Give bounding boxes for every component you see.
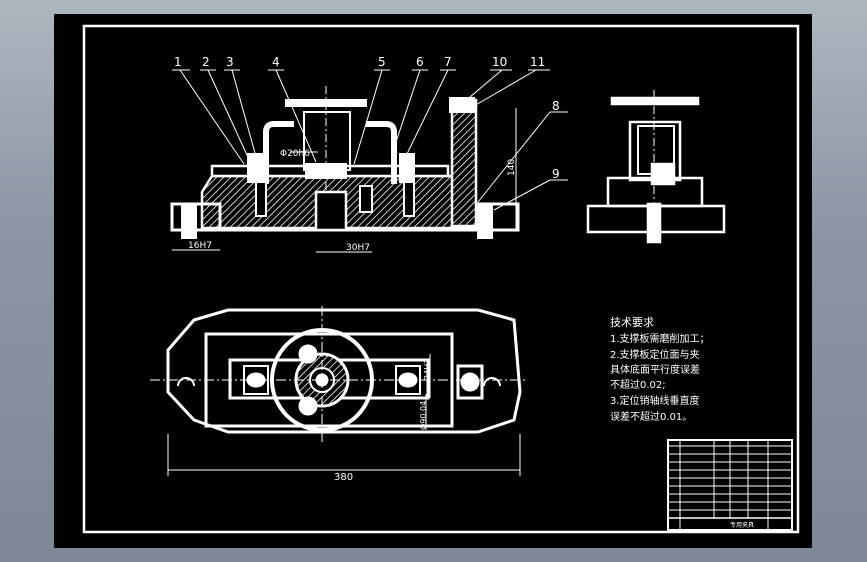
dim-phi20: Φ20h6	[280, 149, 310, 159]
notes-line-6: 误差不超过0.01。	[610, 410, 692, 423]
leader-lines	[172, 69, 568, 211]
front-view	[170, 86, 520, 239]
balloon-1: 1	[174, 55, 182, 69]
title-block	[667, 439, 793, 531]
balloon-3: 3	[226, 55, 234, 69]
side-view	[586, 90, 726, 244]
balloon-10: 10	[492, 55, 507, 69]
front-dimensions	[172, 108, 517, 253]
title-block-name: 专用夹具	[730, 521, 754, 529]
top-dimensions	[167, 354, 521, 476]
inner-frame	[82, 24, 800, 534]
balloon-11: 11	[530, 55, 545, 69]
balloon-6: 6	[416, 55, 424, 69]
dim-30: 30H7	[346, 243, 370, 253]
balloon-4: 4	[272, 55, 280, 69]
balloon-5: 5	[378, 55, 386, 69]
dim-140: 140	[507, 159, 517, 176]
technical-notes: 技术要求 1.支撑板需磨削加工； 2.支撑板定位面与夹 具体底面平行度误差 不超…	[610, 316, 710, 423]
notes-line-2: 2.支撑板定位面与夹	[610, 348, 700, 361]
dim-24: 24H7	[423, 359, 432, 380]
notes-line-1: 1.支撑板需磨削加工；	[610, 332, 710, 345]
balloon-9: 9	[552, 167, 560, 181]
cad-drawing: Φ20h6 140 16H7 30H7 1 2 3 4 5 6 7 10 11 …	[82, 24, 800, 534]
notes-line-5: 3.定位销轴线垂直度	[610, 394, 700, 407]
notes-title: 技术要求	[610, 316, 654, 329]
drawing-sheet: Φ20h6 140 16H7 30H7 1 2 3 4 5 6 7 10 11 …	[54, 14, 812, 548]
notes-line-4: 不超过0.02;	[610, 378, 666, 391]
balloon-2: 2	[202, 55, 210, 69]
dim-90: Φ90.04	[419, 401, 428, 430]
dim-16: 16H7	[188, 241, 212, 251]
balloon-8: 8	[552, 99, 560, 113]
top-view	[150, 306, 528, 442]
balloon-7: 7	[444, 55, 452, 69]
notes-line-3: 具体底面平行度误差	[610, 363, 700, 376]
dim-380: 380	[334, 472, 353, 483]
